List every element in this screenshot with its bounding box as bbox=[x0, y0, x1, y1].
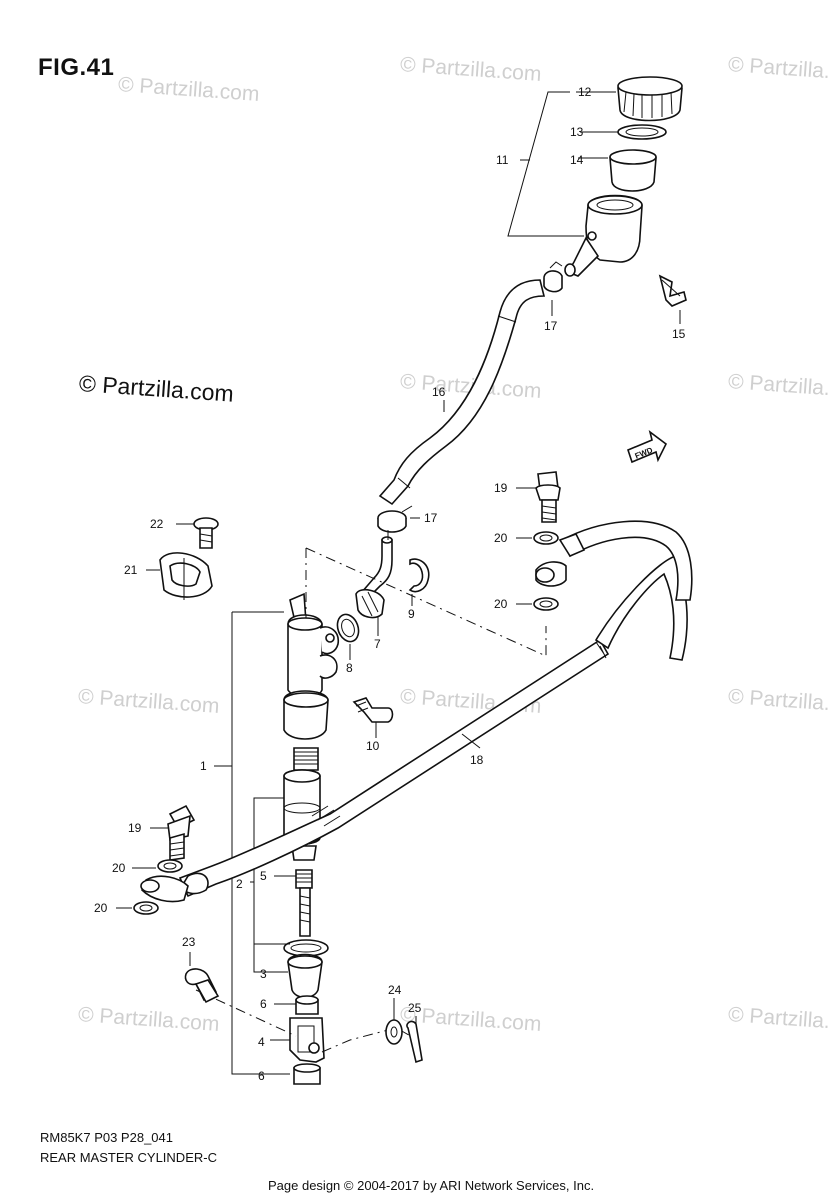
leader-line bbox=[461, 733, 481, 749]
leader-line bbox=[516, 487, 536, 605]
callout-8: 8 bbox=[346, 661, 353, 675]
callout-2: 2 bbox=[236, 877, 243, 891]
callout-7: 7 bbox=[374, 637, 381, 651]
clevis bbox=[289, 1017, 325, 1063]
callout-9: 9 bbox=[408, 607, 415, 621]
push-rod bbox=[295, 869, 313, 937]
callout-6-upper: 6 bbox=[260, 997, 267, 1011]
cotter-pin bbox=[406, 1020, 423, 1064]
callout-4: 4 bbox=[258, 1035, 265, 1049]
washer-upper-b bbox=[533, 597, 559, 611]
o-ring bbox=[336, 613, 360, 643]
lock-nut-lower bbox=[293, 1063, 321, 1085]
callout-20-upper-a: 20 bbox=[494, 531, 508, 545]
diagram-code: RM85K7 P03 P28_041 bbox=[40, 1130, 173, 1145]
callout-14: 14 bbox=[570, 153, 584, 167]
washer-lower-a bbox=[157, 859, 183, 873]
callout-20-lower-a: 20 bbox=[112, 861, 126, 875]
reservoir-diaphragm bbox=[609, 149, 657, 192]
reservoir-mounting-bolt bbox=[658, 274, 687, 307]
washer-lower-b bbox=[133, 901, 159, 915]
leader-line bbox=[146, 523, 194, 571]
callout-20-lower-b: 20 bbox=[94, 901, 108, 915]
callout-19-lower: 19 bbox=[128, 821, 142, 835]
hose-guide-clamp bbox=[159, 552, 213, 600]
clamp-screw bbox=[193, 517, 219, 549]
callout-12: 12 bbox=[578, 85, 592, 99]
hose-clamp-upper bbox=[543, 261, 563, 293]
reservoir-hose bbox=[378, 279, 546, 506]
reservoir-tank bbox=[564, 194, 643, 277]
circlip bbox=[408, 558, 430, 593]
callout-21: 21 bbox=[124, 563, 138, 577]
callout-15: 15 bbox=[672, 327, 686, 341]
callout-17-upper: 17 bbox=[544, 319, 558, 333]
hose-union bbox=[355, 536, 393, 619]
callout-22: 22 bbox=[150, 517, 164, 531]
dust-boot bbox=[287, 953, 323, 999]
brake-hose bbox=[140, 520, 693, 903]
callout-10: 10 bbox=[366, 739, 380, 753]
clevis-pin bbox=[184, 968, 220, 1004]
callout-11: 11 bbox=[496, 153, 509, 167]
clevis-washer bbox=[385, 1019, 403, 1045]
union-screw bbox=[352, 697, 394, 723]
washer-upper-a bbox=[533, 531, 559, 545]
callout-25: 25 bbox=[408, 1001, 422, 1015]
callout-17-lower: 17 bbox=[424, 511, 438, 525]
callout-18: 18 bbox=[470, 753, 484, 767]
reservoir-cap bbox=[617, 76, 683, 122]
reservoir-diaphragm-plate bbox=[617, 124, 667, 140]
leader-line bbox=[576, 91, 618, 159]
lock-nut-upper bbox=[295, 995, 319, 1015]
callout-13: 13 bbox=[570, 125, 584, 139]
figure-title: FIG.41 bbox=[38, 54, 115, 81]
forward-arrow-icon: FWD bbox=[627, 430, 668, 464]
page-footer: Page design © 2004-2017 by ARI Network S… bbox=[268, 1178, 595, 1193]
callout-3: 3 bbox=[260, 967, 267, 981]
callout-5: 5 bbox=[260, 869, 267, 883]
callout-19-upper: 19 bbox=[494, 481, 508, 495]
banjo-bolt-lower bbox=[167, 804, 196, 861]
leader-line bbox=[270, 1003, 296, 1041]
callout-16: 16 bbox=[432, 385, 446, 399]
leader-line bbox=[507, 91, 584, 237]
rod-circlip bbox=[283, 939, 329, 957]
hose-clamp-lower bbox=[377, 505, 413, 533]
banjo-bolt-upper bbox=[535, 471, 561, 523]
callout-24: 24 bbox=[388, 983, 402, 997]
leader-line bbox=[116, 827, 168, 909]
callout-6-lower: 6 bbox=[258, 1069, 265, 1083]
leader-line bbox=[250, 881, 290, 945]
master-cylinder-body bbox=[283, 592, 340, 740]
piston-spring bbox=[293, 747, 319, 771]
callout-20-upper-b: 20 bbox=[494, 597, 508, 611]
callout-1: 1 bbox=[200, 759, 207, 773]
alignment-line bbox=[321, 1029, 389, 1053]
diagram-caption: REAR MASTER CYLINDER-C bbox=[40, 1150, 217, 1165]
callout-23: 23 bbox=[182, 935, 196, 949]
leader-line bbox=[253, 797, 288, 973]
alignment-line bbox=[195, 989, 297, 1037]
